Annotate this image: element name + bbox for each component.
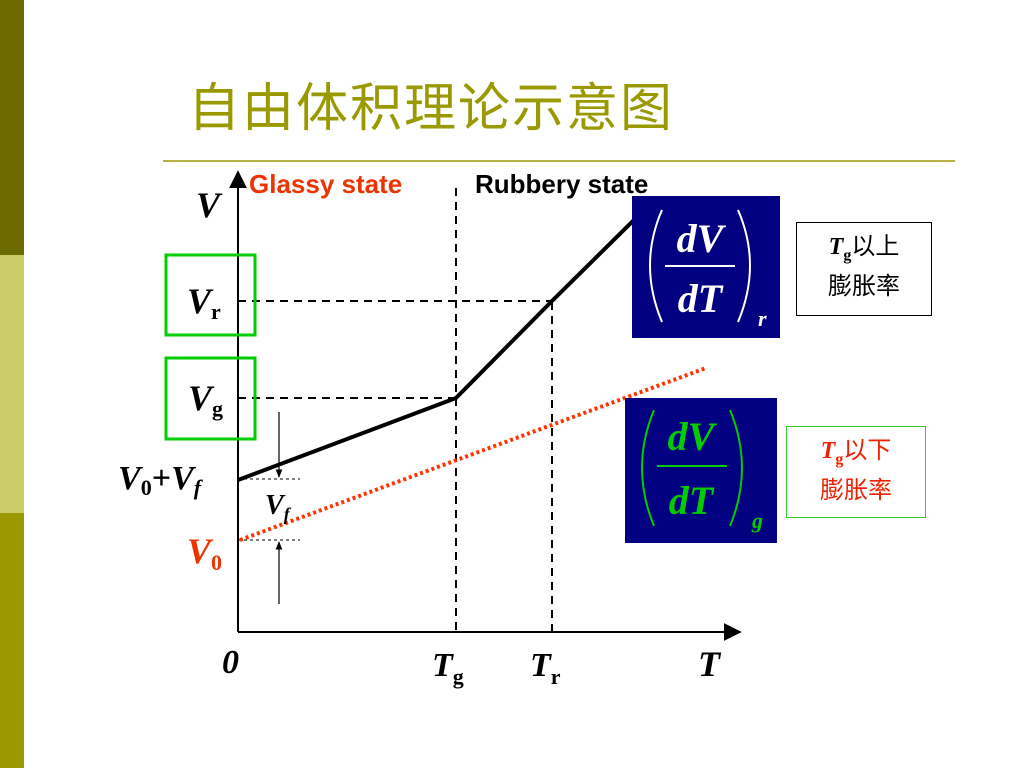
volume-curve [237, 212, 642, 482]
v0-label-main: V [187, 531, 214, 571]
note-above-sub: g [843, 246, 852, 264]
vg-label: Vg [188, 378, 223, 421]
formula-rubbery-numerator: dV [677, 216, 727, 261]
formula-glassy-right-paren [729, 409, 743, 527]
x-axis-label: T [698, 644, 722, 684]
v0-label: V0 [187, 531, 222, 575]
note-above-text1: 以上 [851, 232, 900, 260]
occupied-volume-line [239, 366, 707, 542]
note-below-text2: 膨胀率 [820, 475, 892, 504]
tg-label: Tg [432, 647, 464, 689]
note-below-line1: Tg以下 [787, 435, 925, 475]
glassy-state-label: Glassy state [249, 169, 402, 199]
v0vf-a: V [118, 460, 143, 497]
v0-plus-vf-label: V0+Vf [118, 460, 204, 500]
v0vf-plus: + [152, 460, 171, 497]
note-below-text1: 以下 [843, 436, 892, 464]
sidebar-band-dark [0, 0, 24, 255]
y-axis-label: V [196, 185, 223, 225]
tr-label: Tr [530, 647, 561, 689]
slide-title: 自由体积理论示意图 [188, 79, 675, 139]
v0-label-sub: 0 [211, 550, 222, 575]
v0vf-a-sub: 0 [141, 475, 152, 500]
vr-label-main: V [187, 281, 214, 321]
vr-label-sub: r [211, 299, 221, 324]
v0vf-b: V [171, 460, 196, 497]
vf-label: Vf [265, 490, 292, 524]
formula-glassy-left-paren [641, 409, 655, 527]
formula-rubbery: dV dT r [632, 196, 780, 338]
formula-glassy-subscript: g [751, 508, 763, 533]
sidebar-band-mid [0, 513, 24, 768]
note-below-tg: Tg以下 膨胀率 [786, 426, 926, 518]
tg-label-main: T [432, 647, 454, 684]
vr-label-box [164, 253, 257, 337]
vf-label-main: V [265, 490, 286, 521]
rubbery-state-label: Rubbery state [475, 169, 648, 199]
tg-label-sub: g [453, 664, 464, 689]
origin-label: 0 [222, 644, 239, 681]
vg-label-main: V [188, 378, 215, 418]
formula-glassy: dV dT g [625, 398, 777, 543]
note-above-text2: 膨胀率 [828, 271, 900, 300]
note-below-t: T [820, 438, 836, 464]
note-below-sub: g [835, 450, 844, 468]
title-rule [163, 160, 955, 162]
formula-rubbery-right-paren [737, 209, 751, 323]
vg-label-sub: g [212, 396, 223, 421]
sidebar-band-light [0, 255, 24, 513]
note-above-t: T [828, 234, 844, 260]
vr-label: Vr [187, 281, 221, 324]
vf-label-sub: f [284, 504, 292, 524]
tr-label-main: T [530, 647, 552, 684]
formula-rubbery-subscript: r [758, 306, 767, 331]
formula-glassy-numerator: dV [668, 414, 718, 459]
v0vf-b-sub: f [194, 475, 204, 500]
formula-rubbery-left-paren [649, 209, 663, 323]
note-above-line1: Tg以上 [797, 231, 931, 271]
formula-rubbery-denominator: dT [678, 276, 724, 321]
tr-label-sub: r [551, 664, 561, 689]
vg-label-box [164, 356, 257, 441]
formula-glassy-denominator: dT [669, 478, 715, 523]
note-above-tg: Tg以上 膨胀率 [796, 222, 932, 316]
